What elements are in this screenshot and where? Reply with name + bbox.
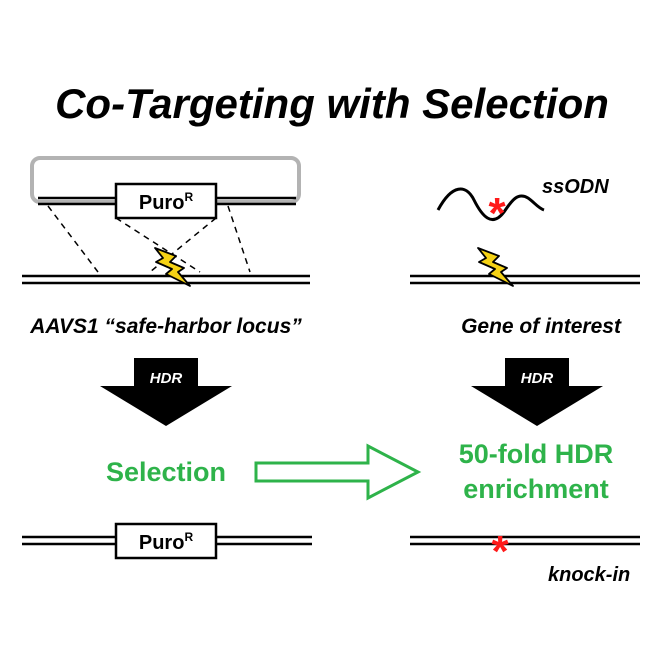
homology-line-outer-left — [47, 205, 99, 273]
hdr-arrow-right-label: HDR — [521, 370, 554, 387]
ssodn-strand — [436, 187, 545, 221]
homology-line-outer-right — [227, 205, 251, 273]
gene-of-interest-label: Gene of interest — [461, 315, 622, 338]
enrichment-arrow — [254, 443, 422, 501]
ssodn-label: ssODN — [542, 176, 609, 198]
homology-line-inner-left — [115, 217, 201, 273]
lightning-bolt-icon — [154, 247, 191, 287]
puro-result-box — [114, 522, 218, 560]
asterisk-icon: * — [488, 189, 506, 238]
puro-cassette-label: PuroR — [139, 190, 194, 214]
puro-result-label: PuroR — [139, 530, 194, 554]
diagram-title: Co-Targeting with Selection — [55, 80, 609, 127]
enrichment-line1: 50-fold HDR — [459, 439, 614, 469]
puro-cassette-box — [114, 182, 218, 220]
lightning-bolt-icon — [477, 247, 514, 287]
gene-of-interest-dna — [410, 274, 640, 285]
knock-in-dna: * — [410, 527, 640, 576]
aavs1-result-dna: PuroR — [22, 522, 312, 560]
hdr-arrow-left: HDR — [100, 358, 232, 426]
asterisk-icon: * — [491, 527, 509, 576]
selection-label: Selection — [106, 457, 226, 487]
enrichment-line2: enrichment — [463, 474, 609, 504]
knock-in-label: knock-in — [548, 564, 630, 586]
aavs1-locus-dna — [22, 274, 310, 285]
plasmid-donor: PuroR — [30, 156, 301, 220]
hdr-arrow-right: HDR — [471, 358, 603, 426]
aavs1-locus-label: AAVS1 “safe-harbor locus” — [29, 315, 302, 338]
hdr-arrow-left-label: HDR — [150, 370, 183, 387]
ssodn-donor: * — [436, 187, 545, 238]
